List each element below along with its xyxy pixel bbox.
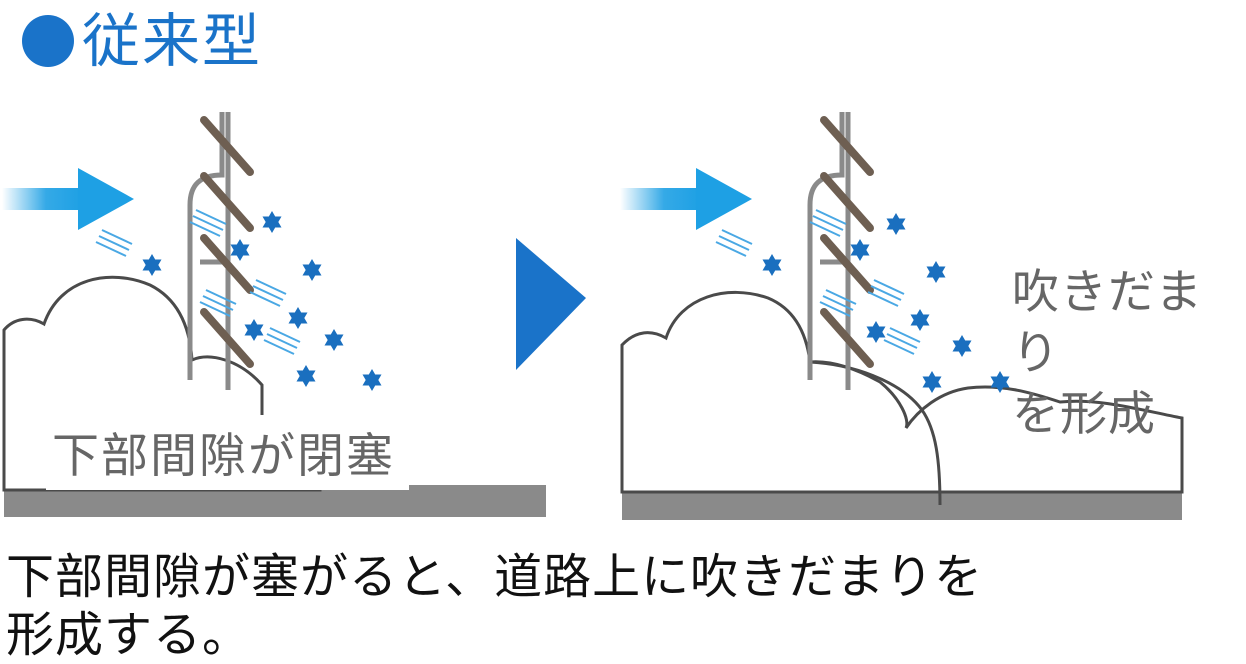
snowflake-icon (324, 329, 344, 351)
blocked-gap-label: 下部間隙が閉塞 (52, 429, 395, 484)
caption-line2: 形成する。 (6, 607, 252, 663)
right-panel-label: 吹きだまり を形成 (1012, 262, 1246, 445)
drift-label-line2: を形成 (1012, 387, 1156, 442)
snowflake-icon (910, 309, 930, 331)
title-text: 従来型 (82, 7, 263, 75)
snowflake-icon (850, 239, 870, 261)
caption: 下部間隙が塞がると、道路上に吹きだまりを 形成する。 (6, 548, 983, 664)
snowflake-icon (262, 211, 282, 233)
snowflake-icon (244, 319, 264, 341)
snowflake-icon (866, 321, 886, 343)
road-surface (622, 492, 1182, 520)
diagram-title: 従来型 (22, 12, 262, 70)
snow-fence-icon (807, 112, 874, 390)
snowflake-icon (230, 239, 250, 261)
snowflake-icon (302, 259, 322, 281)
snowflake-icon (922, 371, 942, 393)
right-panel (620, 112, 1184, 520)
snowflake-icon (362, 369, 382, 391)
snowflake-icon (886, 213, 906, 235)
drift-label-line1: 吹きだまり (1012, 265, 1204, 381)
next-arrow-icon (516, 238, 586, 370)
bullet-dot-icon (22, 15, 74, 67)
snow-drift (620, 290, 1184, 494)
snowflake-icon (288, 307, 308, 329)
drift-edge (809, 360, 942, 506)
snowflake-icon (296, 365, 316, 387)
snowflake-icon (926, 261, 946, 283)
wind-arrow-icon (2, 168, 134, 230)
snowflake-icon (142, 254, 162, 276)
snowflake-icon (762, 254, 782, 276)
left-panel-label: 下部間隙が閉塞 (46, 415, 409, 490)
wind-arrow-icon (620, 168, 752, 230)
snow-fence-icon (187, 112, 254, 390)
snowflake-icon (952, 335, 972, 357)
caption-line1: 下部間隙が塞がると、道路上に吹きだまりを (6, 549, 984, 605)
